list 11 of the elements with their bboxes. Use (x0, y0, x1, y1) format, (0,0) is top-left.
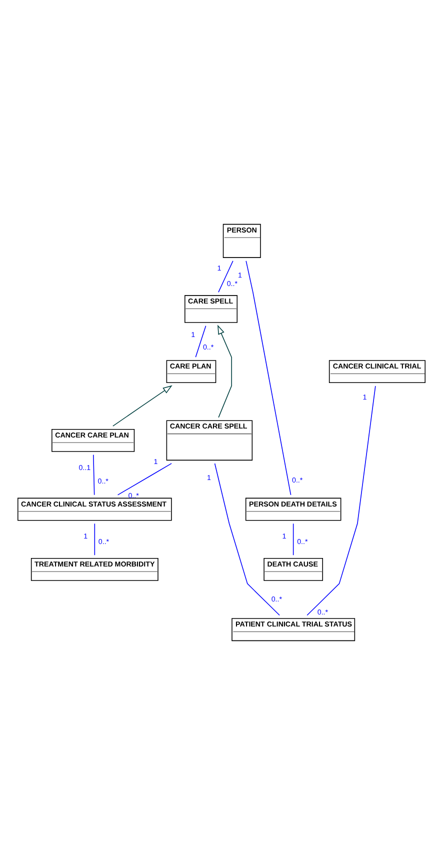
connector (94, 523, 96, 556)
arrow (218, 324, 232, 418)
connector (218, 260, 234, 293)
connector (195, 325, 206, 358)
connector (117, 463, 172, 496)
connector (246, 260, 292, 496)
connector (93, 454, 95, 496)
arrow (112, 385, 172, 426)
connector (214, 463, 280, 616)
connector (292, 523, 294, 556)
connector (306, 386, 376, 616)
